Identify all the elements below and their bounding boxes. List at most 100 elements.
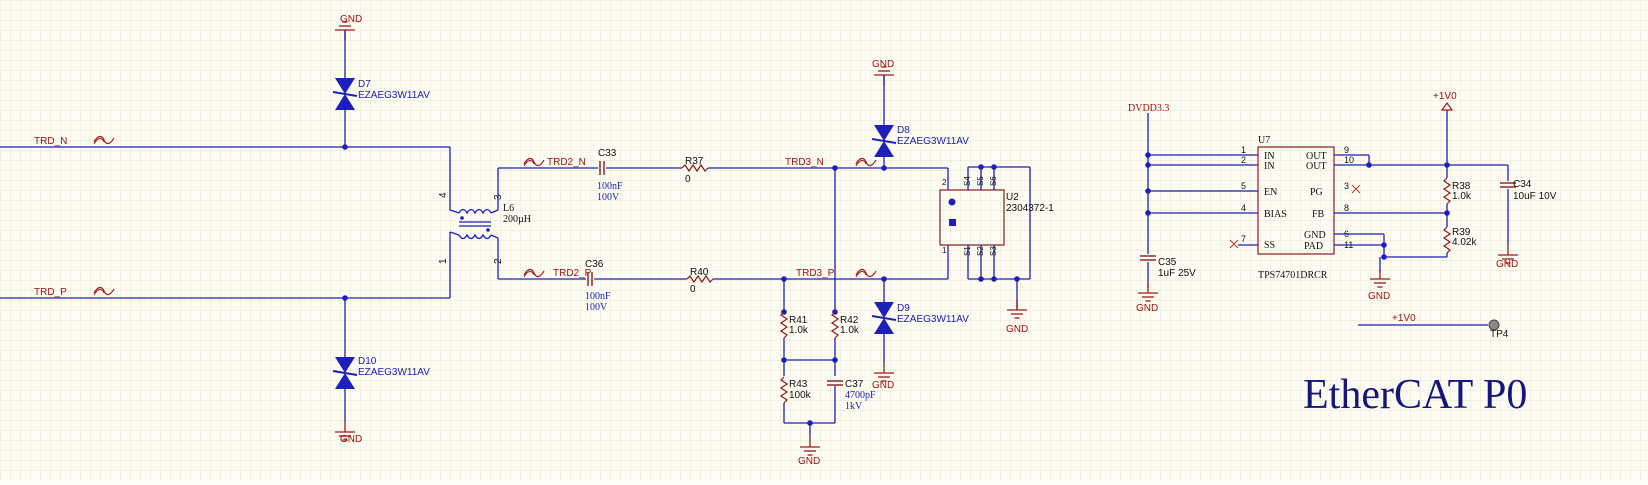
trd-p-net[interactable]: TRD_P: [0, 232, 451, 301]
r43-resistor[interactable]: R43 100k: [780, 376, 812, 404]
d10-diode[interactable]: D10 EZAEG3W11AV GND: [332, 298, 430, 445]
trd3-p-label: TRD3_P: [796, 268, 835, 279]
r40-resistor[interactable]: R40 0: [686, 267, 714, 295]
u7-pin-en: EN: [1264, 187, 1277, 198]
r39-resistor[interactable]: R39 4.02k: [1443, 226, 1477, 254]
u7-pin-pad: PAD: [1304, 241, 1323, 252]
termination-gnd[interactable]: GND: [783, 386, 836, 467]
r38-value: 1.0k: [1452, 191, 1472, 202]
trd3-p-net[interactable]: TRD3_P: [713, 245, 949, 282]
u2-pin-s4: S4: [963, 176, 972, 186]
r42-ref: R42: [840, 315, 859, 326]
u2-ref: U2: [1006, 192, 1019, 203]
r42-resistor[interactable]: R42 1.0k: [831, 311, 860, 339]
trd-n-net[interactable]: TRD_N: [0, 135, 451, 210]
r40-value: 0: [690, 284, 696, 295]
d8-ref: D8: [897, 125, 910, 136]
r39-ref: R39: [1452, 227, 1471, 238]
u2-pin-s3: S3: [989, 246, 998, 256]
c37-rating: 1kV: [845, 401, 863, 412]
u2-connector[interactable]: GND U2 2304372-1 S4 S5 S6 S1 S2 S3 2 1: [939, 164, 1054, 335]
c33-capacitor[interactable]: C33 100nF 100V: [597, 148, 623, 203]
u2-pin-s5: S5: [976, 176, 985, 186]
u7-pin-num-2: 2: [1241, 155, 1246, 165]
c35-capacitor[interactable]: C35 1uF 25V GND: [1136, 255, 1196, 314]
tp4-ref: TP4: [1490, 329, 1509, 340]
d9-gnd-label: GND: [872, 380, 894, 391]
dvdd-input-net[interactable]: DVDD3.3: [1128, 103, 1258, 254]
u7-pin-out-1: OUT: [1306, 151, 1327, 162]
c37-value: 4700pF: [845, 390, 876, 401]
u2-pin-s2: S2: [976, 246, 985, 256]
u7-pin-num-8: 8: [1344, 203, 1349, 213]
trd-p-label: TRD_P: [34, 287, 67, 298]
u7-pin-in-2: IN: [1264, 161, 1275, 172]
d8-diode[interactable]: GND D8 EZAEG3W11AV: [871, 59, 969, 168]
u2-pin-s1: S1: [963, 246, 972, 256]
c33-ref: C33: [598, 148, 617, 159]
c36-rating: 100V: [585, 302, 608, 313]
u7-pin-num-3: 3: [1344, 181, 1349, 191]
c35-value: 1uF 25V: [1158, 268, 1196, 279]
sheet-title: EtherCAT P0: [1303, 372, 1527, 418]
u7-pin-in-1: IN: [1264, 151, 1275, 162]
trd3-n-label: TRD3_N: [785, 157, 824, 168]
d9-value: EZAEG3W11AV: [897, 314, 969, 325]
d10-gnd-label: GND: [340, 434, 362, 445]
r41-resistor[interactable]: R41 1.0k: [780, 311, 809, 339]
tp4-testpoint[interactable]: +1V0 TP4: [1358, 313, 1509, 340]
u2-gnd-label: GND: [1006, 324, 1028, 335]
l6-pin-1: 1: [438, 258, 449, 264]
trd2-p-net[interactable]: TRD2_P: [497, 238, 592, 280]
r38-resistor[interactable]: R38 1.0k: [1443, 177, 1472, 227]
d10-value: EZAEG3W11AV: [358, 367, 430, 378]
trd2-n-net[interactable]: TRD2_N: [497, 157, 598, 210]
u7-pin-num-9: 9: [1344, 145, 1349, 155]
c35-gnd-label: GND: [1136, 303, 1158, 314]
v1-output-net[interactable]: +1V0: [1334, 91, 1509, 216]
d7-diode[interactable]: GND D7 EZAEG3W11AV: [332, 14, 430, 147]
u7-pin-bias: BIAS: [1264, 209, 1287, 220]
r37-resistor[interactable]: R37 0: [681, 156, 709, 185]
u7-pin-gnd: GND: [1304, 230, 1326, 241]
u7-pin-pg: PG: [1310, 187, 1323, 198]
d8-gnd-label: GND: [872, 59, 894, 70]
d7-value: EZAEG3W11AV: [358, 90, 430, 101]
u7-regulator[interactable]: U7 TPS74701DRCR 1 IN 2 IN 5 EN 4 BIAS 7 …: [1229, 135, 1361, 281]
c34-ref: C34: [1513, 179, 1532, 190]
c37-ref: C37: [845, 379, 864, 390]
u7-pin-fb: FB: [1312, 209, 1325, 220]
u2-pin-2: 2: [942, 178, 947, 187]
r41-ref: R41: [789, 315, 808, 326]
tp4-net-label: +1V0: [1392, 313, 1416, 324]
u7-gnd-net[interactable]: GND: [1334, 233, 1448, 302]
c36-capacitor[interactable]: C36 100nF 100V: [585, 259, 611, 313]
c34-capacitor[interactable]: C34 10uF 10V GND: [1496, 179, 1557, 270]
termination-gnd-label: GND: [798, 456, 820, 467]
d10-ref: D10: [358, 356, 377, 367]
c36-ref: C36: [585, 259, 604, 270]
u7-pin-num-5: 5: [1241, 181, 1246, 191]
r42-value: 1.0k: [840, 325, 860, 336]
d9-diode[interactable]: D9 EZAEG3W11AV GND: [871, 279, 969, 391]
u7-ss-noconnect-icon: [1229, 239, 1239, 249]
r37-ref: R37: [685, 156, 704, 167]
u7-ref: U7: [1258, 135, 1270, 146]
r38-ref: R38: [1452, 181, 1471, 192]
u2-pin-s6: S6: [989, 176, 998, 186]
l6-pin-4: 4: [438, 192, 449, 198]
d8-value: EZAEG3W11AV: [897, 136, 969, 147]
trd-n-label: TRD_N: [34, 136, 67, 147]
v1-label: +1V0: [1433, 91, 1457, 102]
c37-capacitor[interactable]: C37 4700pF 1kV: [826, 379, 876, 412]
r43-value: 100k: [789, 390, 812, 401]
r40-ref: R40: [690, 267, 709, 278]
u7-gnd-label: GND: [1368, 291, 1390, 302]
u7-pin-num-4: 4: [1241, 203, 1246, 213]
c33-value: 100nF: [597, 181, 623, 192]
c34-value: 10uF 10V: [1513, 191, 1557, 202]
r43-ref: R43: [789, 379, 808, 390]
